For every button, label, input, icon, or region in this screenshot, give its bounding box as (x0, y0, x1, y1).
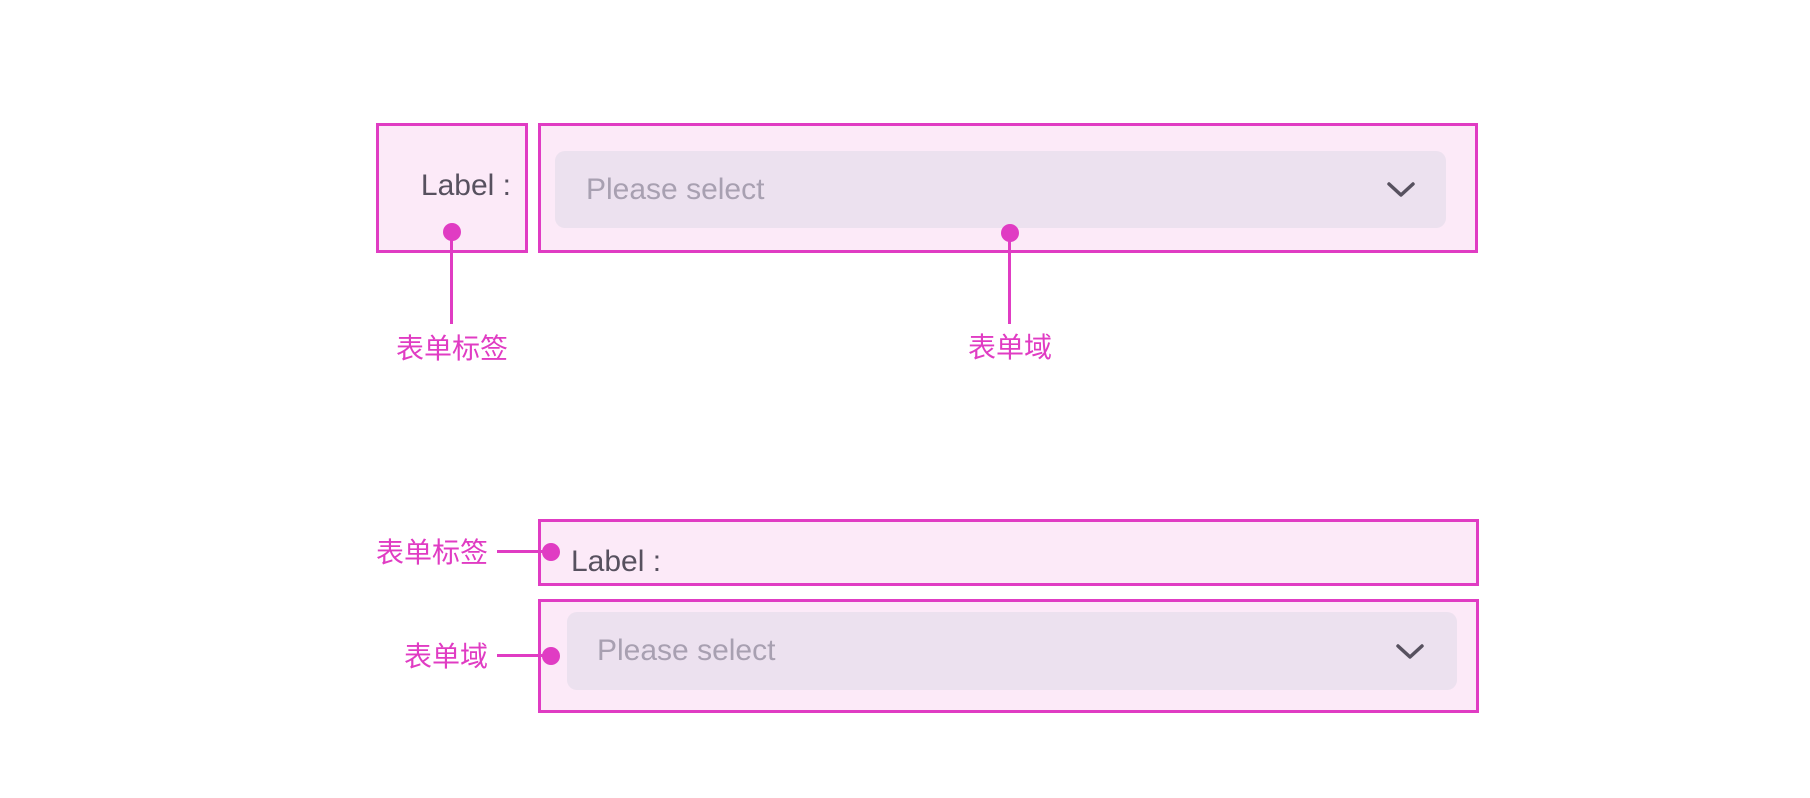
select-placeholder: Please select (586, 172, 765, 206)
callout-form-field: 表单域 (967, 332, 1052, 363)
annotation-line-field (1008, 241, 1011, 324)
form-label: Label : (571, 544, 662, 578)
annotation-line-label (450, 240, 453, 324)
annotation-line-label (497, 550, 543, 553)
form-field-box: Please select (538, 599, 1479, 713)
callout-form-label: 表单标签 (395, 333, 508, 364)
select-placeholder: Please select (597, 634, 776, 667)
chevron-down-icon (1386, 181, 1416, 198)
callout-form-label: 表单标签 (375, 537, 488, 568)
annotation-dot-label (542, 543, 560, 561)
chevron-down-icon (1395, 643, 1425, 660)
form-label: Label : (420, 169, 511, 202)
callout-form-field: 表单域 (403, 641, 488, 672)
select-input[interactable]: Please select (555, 151, 1446, 228)
annotation-line-field (497, 654, 543, 657)
select-input[interactable]: Please select (567, 612, 1457, 690)
annotation-dot-field (542, 647, 560, 665)
annotation-dot-label (443, 223, 461, 241)
form-label-box: Label : (538, 519, 1479, 586)
annotation-dot-field (1001, 224, 1019, 242)
